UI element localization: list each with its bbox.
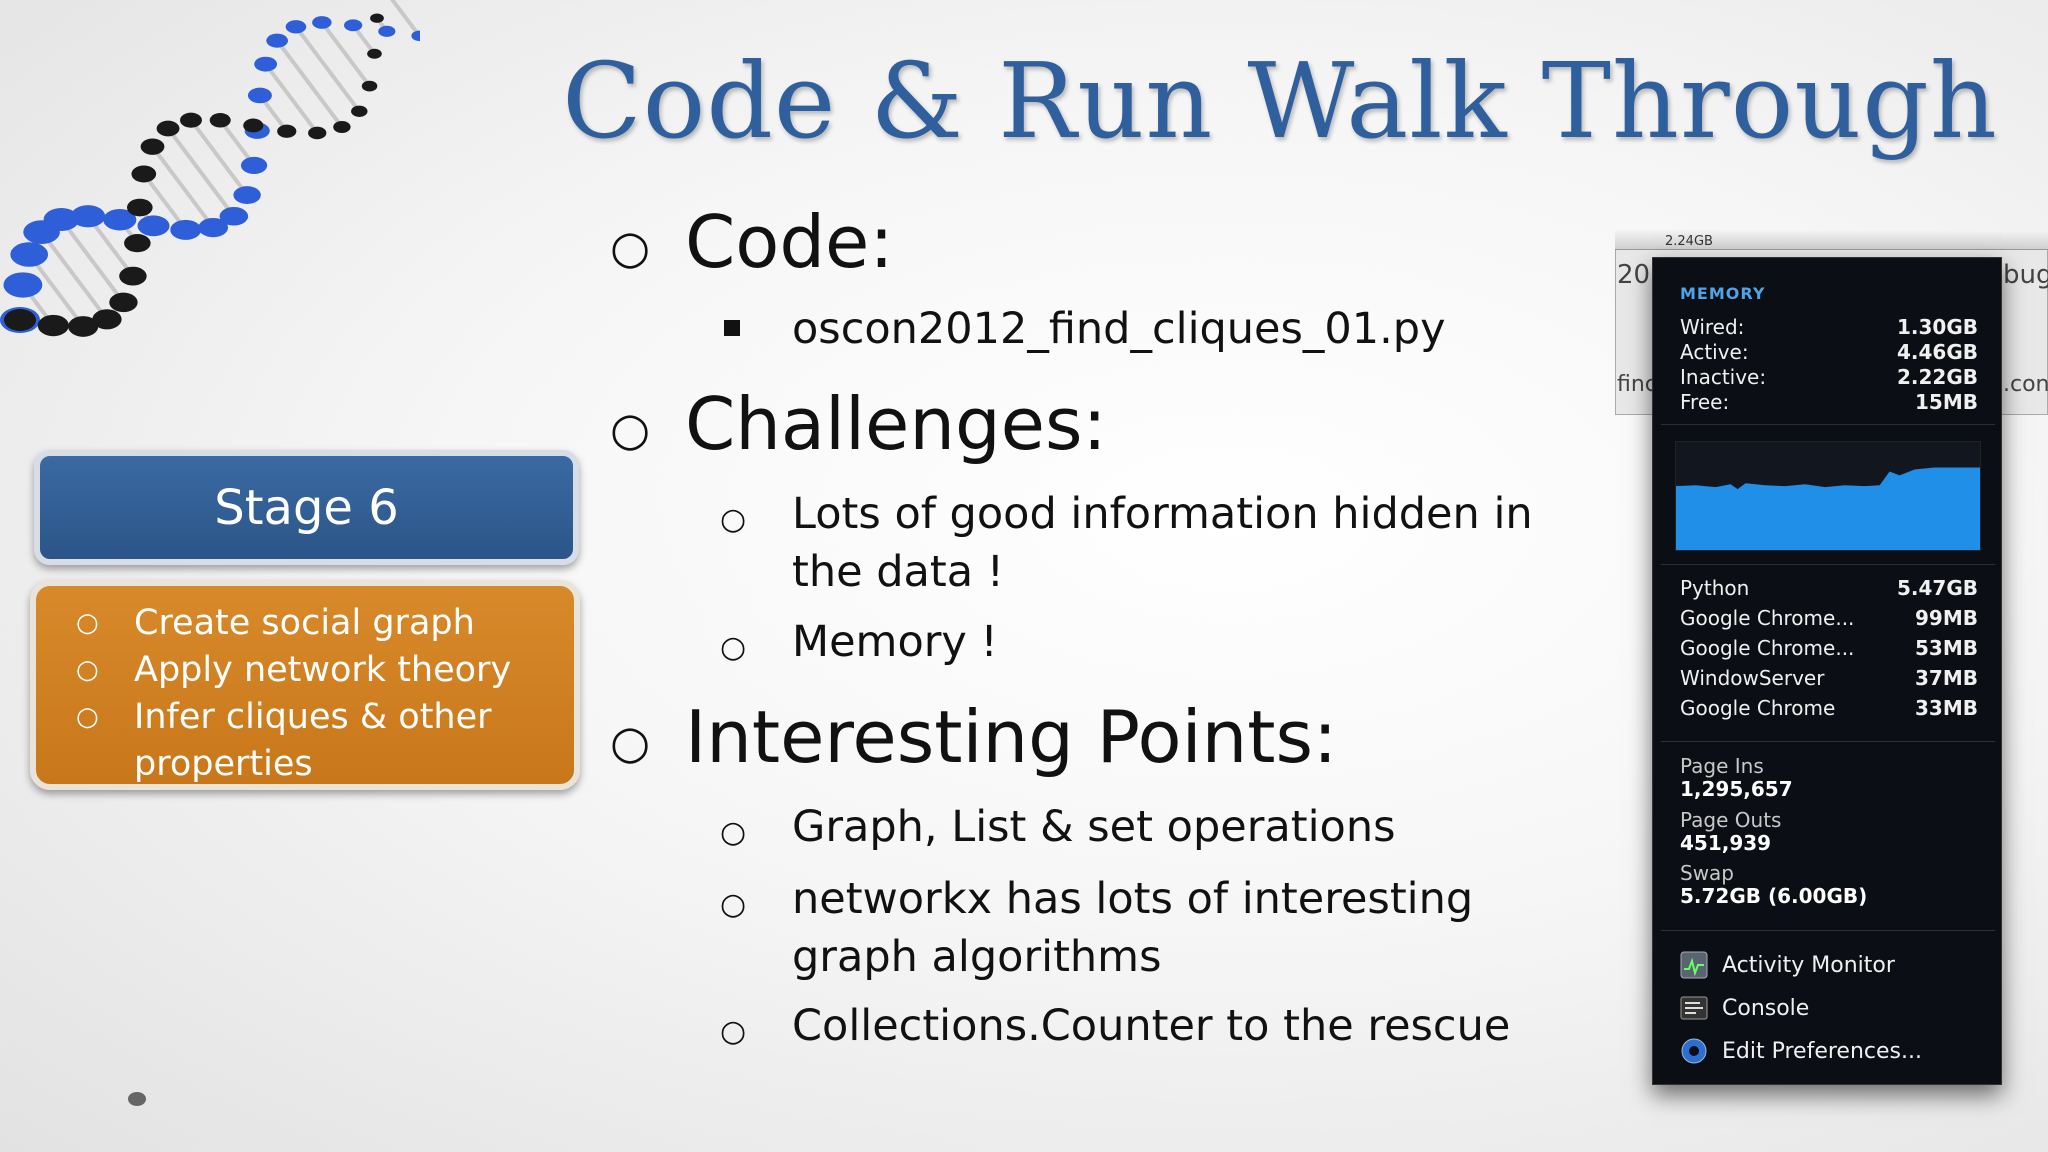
background-text-fragment: finc [1617,372,1657,397]
process-name: WindowServer [1680,666,1825,690]
process-row: Google Chrome... 99MB [1680,606,1978,630]
page-ins-value: 1,295,657 [1680,777,1793,801]
stat-label: Inactive: [1680,365,1767,389]
menu-bar-text: 2.24GB [1665,234,1713,249]
stage-step: ○ Infer cliques & other properties [56,694,554,788]
stage-step-text: Apply network theory [134,650,512,690]
menu-item-label: Edit Preferences... [1722,1038,1922,1064]
bullet-icon: ○ [720,887,747,922]
menu-item-edit-preferences[interactable]: Edit Preferences... [1680,1037,1922,1065]
page-outs-label: Page Outs [1680,808,1782,832]
stage-steps-box: ○ Create social graph ○ Apply network theo… [30,580,580,790]
list-item-text: Lots of good information hidden in the d… [792,489,1533,597]
process-value: 37MB [1915,666,1978,690]
list-item: ○ networkx has lots of interesting graph … [720,870,1580,986]
list-item-text: Memory ! [792,617,998,667]
slide-indicator-dot [128,1092,146,1106]
bullet-icon: ○ [610,715,651,770]
memory-stat-row: Wired: 1.30GB [1680,315,1978,339]
memory-stat-row: Free: 15MB [1680,390,1978,414]
bullet-icon: ○ [76,608,99,638]
stat-label: Wired: [1680,315,1745,339]
background-text-fragment: 20 [1617,260,1651,290]
bullet-icon: ○ [720,502,747,537]
stat-label: Free: [1680,390,1730,414]
stat-value: 15MB [1915,390,1978,414]
menu-item-activity-monitor[interactable]: Activity Monitor [1680,951,1895,979]
process-row: Google Chrome 33MB [1680,696,1978,720]
swap-value: 5.72GB (6.00GB) [1680,884,1868,908]
list-item-text: networkx has lots of interesting graph a… [792,874,1474,982]
divider [1661,424,1995,425]
process-value: 5.47GB [1896,576,1978,600]
memory-usage-graph [1675,441,1981,551]
activity-monitor-icon [1680,951,1708,979]
bullet-icon: ○ [610,402,651,457]
stage-step-text: Create social graph [134,603,475,643]
stat-value: 1.30GB [1896,315,1978,339]
stat-value: 4.46GB [1896,340,1978,364]
page-ins-label: Page Ins [1680,754,1764,778]
preferences-icon [1681,1038,1707,1064]
section-heading-text: Interesting Points: [685,695,1338,779]
section-heading-interesting-points: ○ Interesting Points: [610,695,1337,779]
memory-stat-row: Inactive: 2.22GB [1680,365,1978,389]
divider [1661,741,1995,742]
bullet-icon: ○ [720,815,747,850]
bullet-icon: ○ [76,655,99,685]
page-outs-value: 451,939 [1680,831,1772,855]
stage-label: Stage 6 [214,479,399,536]
bullet-icon: ○ [76,702,99,732]
memory-stat-row: Active: 4.46GB [1680,340,1978,364]
console-icon [1680,996,1708,1020]
slide-title: Code & Run Walk Through [562,40,1998,162]
bullet-icon: ○ [610,220,651,275]
process-name: Google Chrome... [1680,636,1855,660]
stat-label: Active: [1680,340,1749,364]
menu-bar: 2.24GB [1615,230,2048,250]
list-item: ○ Collections.Counter to the rescue [720,997,1580,1055]
process-row: Python 5.47GB [1680,576,1978,600]
square-bullet-icon [724,320,740,336]
list-item-text: oscon2012_find_cliques_01.py [792,304,1446,354]
section-heading-challenges: ○ Challenges: [610,382,1107,466]
bullet-icon: ○ [720,630,747,665]
list-item-text: Graph, List & set operations [792,802,1396,852]
list-item: ○ Lots of good information hidden in the … [720,485,1580,601]
menu-item-label: Activity Monitor [1722,952,1895,978]
list-item: ○ Graph, List & set operations [720,798,1580,856]
menu-item-console[interactable]: Console [1680,994,1809,1022]
process-name: Google Chrome [1680,696,1836,720]
process-value: 33MB [1915,696,1978,720]
divider [1661,930,1995,931]
process-name: Google Chrome... [1680,606,1855,630]
dna-helix-image [0,0,420,337]
list-item: ○ Memory ! [720,613,1580,671]
process-name: Python [1680,576,1750,600]
stage-step: ○ Apply network theory [56,647,554,694]
process-row: WindowServer 37MB [1680,666,1978,690]
background-text-fragment: bug [2003,260,2048,290]
stage-label-box: Stage 6 [34,450,579,565]
list-item-text: Collections.Counter to the rescue [792,1001,1511,1051]
process-row: Google Chrome... 53MB [1680,636,1978,660]
section-heading-text: Challenges: [685,382,1107,466]
process-value: 53MB [1915,636,1978,660]
section-heading-code: ○ Code: [610,200,894,284]
menu-item-label: Console [1722,995,1810,1021]
list-item: oscon2012_find_cliques_01.py [720,300,1580,358]
background-text-fragment: .con [2003,372,2048,397]
memory-menu-panel: MEMORY Wired: 1.30GB Active: 4.46GB Inacti… [1652,257,2002,1085]
stage-step-text: Infer cliques & other properties [134,697,492,784]
divider [1661,564,1995,565]
bullet-icon: ○ [720,1014,747,1049]
swap-label: Swap [1680,861,1735,885]
section-heading-text: Code: [685,200,894,284]
memory-header: MEMORY [1680,284,1766,303]
stage-step: ○ Create social graph [56,600,554,647]
stat-value: 2.22GB [1896,365,1978,389]
process-value: 99MB [1915,606,1978,630]
